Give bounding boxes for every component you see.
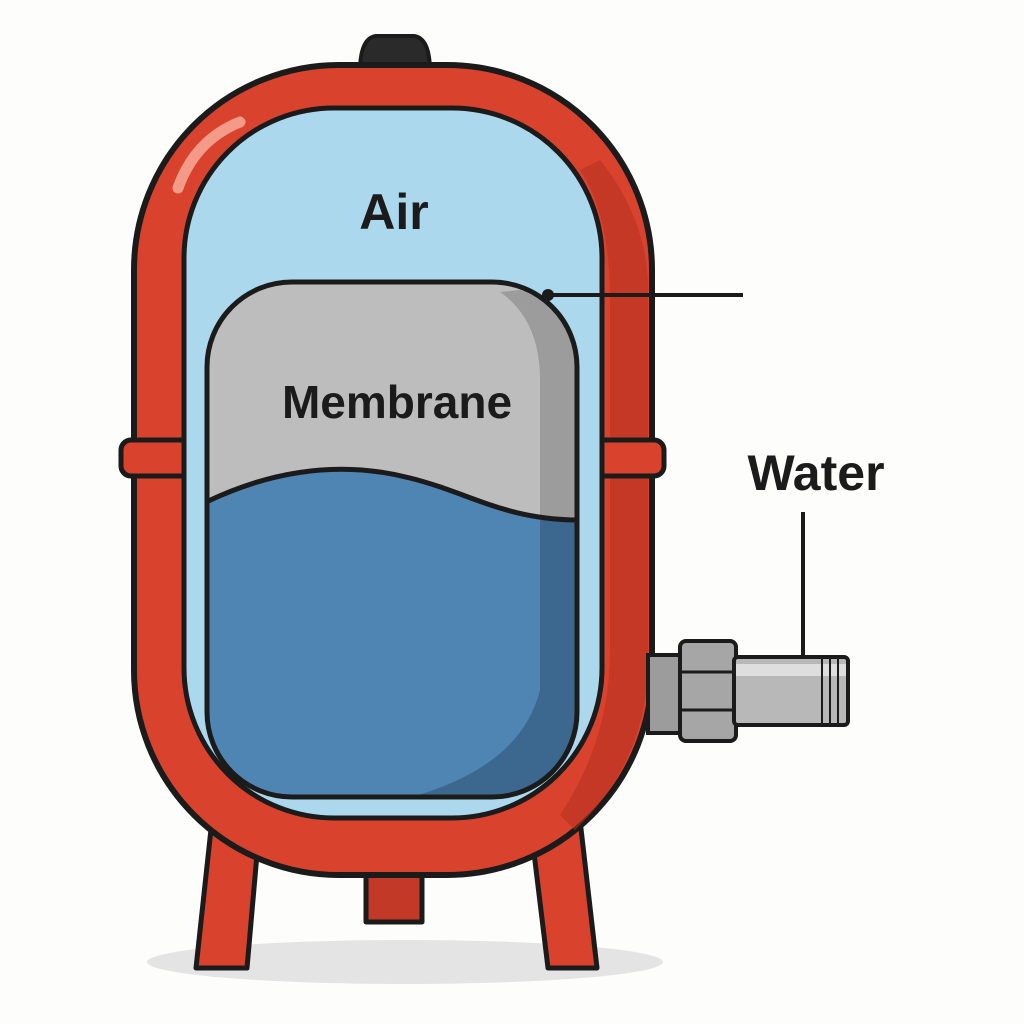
pipe-fitting-icon bbox=[646, 639, 850, 743]
pipe-threads bbox=[821, 657, 839, 725]
air-label: Air bbox=[359, 184, 428, 240]
membrane-label: Membrane bbox=[282, 376, 512, 428]
tank-shell-shading bbox=[560, 160, 648, 830]
membrane-line bbox=[207, 466, 577, 523]
water-shading bbox=[400, 520, 577, 797]
fitting-hex-nut bbox=[678, 639, 738, 743]
bladder bbox=[204, 279, 580, 800]
water-label: Water bbox=[747, 445, 884, 501]
air-leader bbox=[542, 289, 743, 301]
water-region bbox=[207, 469, 577, 797]
membrane-shading bbox=[500, 290, 577, 520]
ground-shadow bbox=[147, 940, 663, 984]
bladder-outline bbox=[204, 279, 580, 800]
tank-shell-highlight bbox=[172, 116, 246, 194]
tank-legs bbox=[193, 817, 600, 971]
